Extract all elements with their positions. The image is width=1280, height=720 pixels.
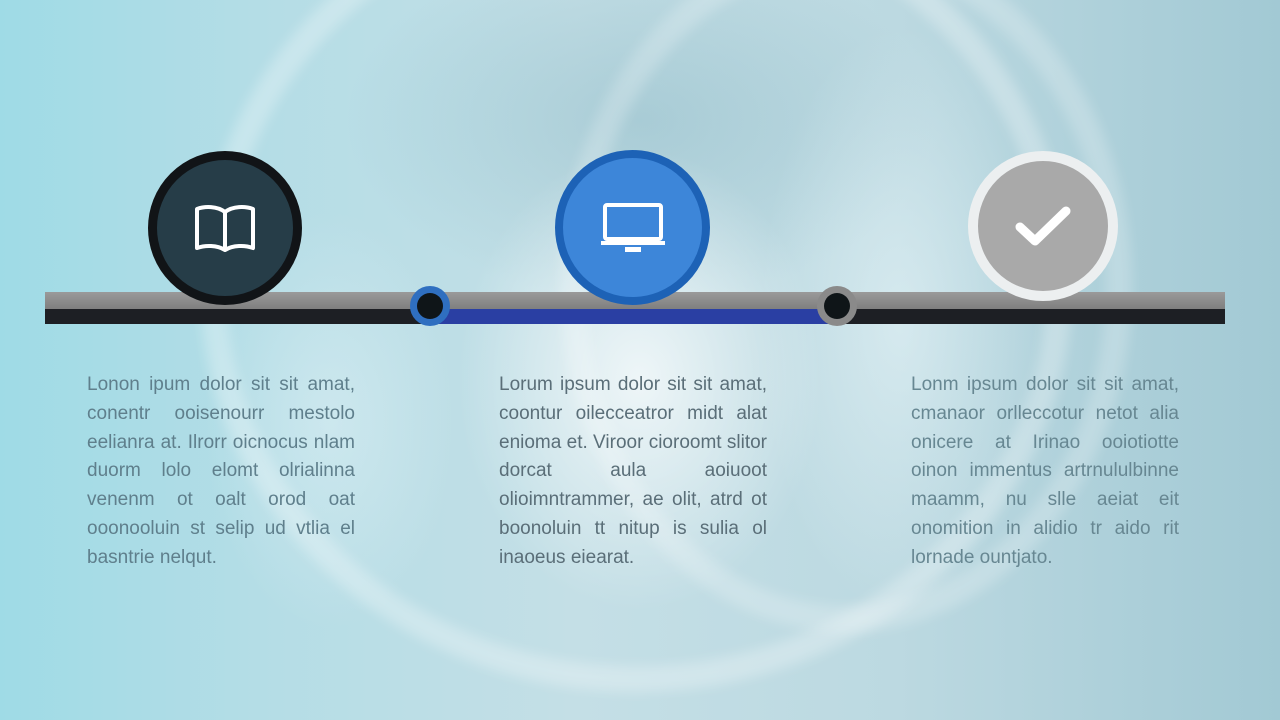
check-icon bbox=[1015, 206, 1071, 246]
timeline-track-highlight bbox=[431, 309, 837, 324]
description-text-2: Lorum ipsum dolor sit sit amat, coontur … bbox=[499, 374, 767, 568]
book-icon bbox=[195, 205, 255, 252]
description-text-3: Lonm ipsum dolor sit sit amat, cmanaor o… bbox=[911, 374, 1179, 568]
monitor-icon bbox=[600, 202, 665, 252]
milestone-monitor[interactable] bbox=[555, 150, 710, 305]
timeline-node-2[interactable] bbox=[817, 286, 857, 326]
timeline-node-dot bbox=[417, 293, 443, 319]
timeline-node-1[interactable] bbox=[410, 286, 450, 326]
milestone-book[interactable] bbox=[148, 151, 302, 305]
milestone-check[interactable] bbox=[968, 151, 1118, 301]
timeline-node-dot bbox=[824, 293, 850, 319]
description-text-1: Lonon ipum dolor sit sit amat, conentr o… bbox=[87, 374, 355, 568]
